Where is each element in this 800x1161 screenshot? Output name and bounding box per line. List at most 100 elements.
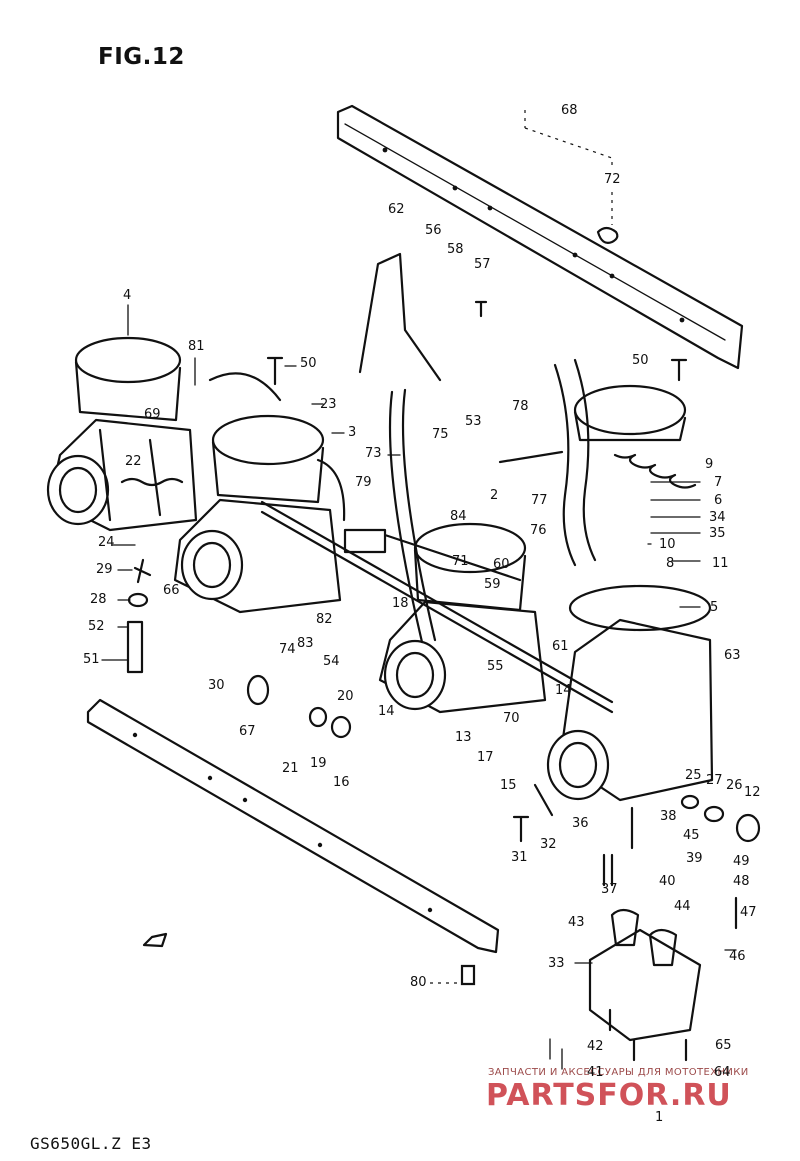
callout-14-center: 14 bbox=[378, 704, 395, 719]
callout-30: 30 bbox=[208, 678, 225, 693]
callout-65: 65 bbox=[715, 1038, 732, 1053]
callout-3: 3 bbox=[348, 425, 357, 440]
callout-72: 72 bbox=[604, 172, 621, 187]
callout-49: 49 bbox=[733, 854, 750, 869]
callout-41: 41 bbox=[587, 1065, 604, 1080]
callout-78: 78 bbox=[512, 399, 529, 414]
callout-76: 76 bbox=[530, 523, 547, 538]
callout-82: 82 bbox=[316, 612, 333, 627]
model-code: GS650GL.Z E3 bbox=[30, 1134, 152, 1153]
callout-22: 22 bbox=[125, 454, 142, 469]
callout-84: 84 bbox=[450, 509, 467, 524]
callout-21: 21 bbox=[282, 761, 299, 776]
callout-18: 18 bbox=[392, 596, 409, 611]
callout-44: 44 bbox=[674, 899, 691, 914]
callout-27: 27 bbox=[706, 773, 723, 788]
choke-lever-bracket bbox=[358, 252, 442, 382]
callout-29: 29 bbox=[96, 562, 113, 577]
callout-53: 53 bbox=[465, 414, 482, 429]
callout-83: 83 bbox=[297, 636, 314, 651]
float-bowl bbox=[588, 908, 702, 1042]
callout-77: 77 bbox=[531, 493, 548, 508]
upper-bracket-plate bbox=[336, 104, 744, 370]
callout-11: 11 bbox=[712, 556, 729, 571]
callout-14-right: 14 bbox=[555, 683, 572, 698]
callout-24: 24 bbox=[98, 535, 115, 550]
callout-25: 25 bbox=[685, 768, 702, 783]
front-arrow-icon bbox=[142, 932, 168, 948]
callout-80: 80 bbox=[410, 975, 427, 990]
throttle-cable-tube bbox=[401, 388, 437, 642]
carburetor-second bbox=[173, 414, 346, 614]
vent-hose bbox=[553, 363, 577, 567]
callout-12: 12 bbox=[744, 785, 761, 800]
callout-52: 52 bbox=[88, 619, 105, 634]
callout-34: 34 bbox=[709, 510, 726, 525]
callout-71: 71 bbox=[452, 554, 469, 569]
callout-68: 68 bbox=[561, 103, 578, 118]
carburetor-right bbox=[546, 384, 714, 802]
callout-55: 55 bbox=[487, 659, 504, 674]
callout-39: 39 bbox=[686, 851, 703, 866]
callout-19: 19 bbox=[310, 756, 327, 771]
callout-61: 61 bbox=[552, 639, 569, 654]
watermark-tagline: ЗАПЧАСТИ И АКСЕССУАРЫ ДЛЯ МОТОТЕХНИКИ bbox=[488, 1067, 749, 1078]
callout-2: 2 bbox=[490, 488, 499, 503]
callout-60: 60 bbox=[493, 557, 510, 572]
callout-63: 63 bbox=[724, 648, 741, 663]
callout-74: 74 bbox=[279, 642, 296, 657]
callout-15: 15 bbox=[500, 778, 517, 793]
callout-13: 13 bbox=[455, 730, 472, 745]
callout-10: 10 bbox=[659, 537, 676, 552]
callout-66: 66 bbox=[163, 583, 180, 598]
callout-54: 54 bbox=[323, 654, 340, 669]
callout-16: 16 bbox=[333, 775, 350, 790]
callout-46: 46 bbox=[729, 949, 746, 964]
figure-title: FIG.12 bbox=[98, 44, 185, 70]
callout-26: 26 bbox=[726, 778, 743, 793]
callout-42: 42 bbox=[587, 1039, 604, 1054]
callout-8: 8 bbox=[666, 556, 675, 571]
callout-20: 20 bbox=[337, 689, 354, 704]
callout-79: 79 bbox=[355, 475, 372, 490]
callout-56: 56 bbox=[425, 223, 442, 238]
callout-43: 43 bbox=[568, 915, 585, 930]
callout-57: 57 bbox=[474, 257, 491, 272]
callout-69: 69 bbox=[144, 407, 161, 422]
carburetor-left bbox=[46, 336, 198, 532]
watermark-logo: PARTSFOR.RU bbox=[486, 1078, 732, 1113]
callout-40: 40 bbox=[659, 874, 676, 889]
callout-73: 73 bbox=[365, 446, 382, 461]
callout-48: 48 bbox=[733, 874, 750, 889]
callout-38: 38 bbox=[660, 809, 677, 824]
callout-9: 9 bbox=[705, 457, 714, 472]
callout-35: 35 bbox=[709, 526, 726, 541]
callout-1: 1 bbox=[655, 1110, 664, 1125]
carburetor-third bbox=[378, 522, 547, 714]
lower-bracket-plate bbox=[86, 698, 500, 954]
callout-23: 23 bbox=[320, 397, 337, 412]
callout-4: 4 bbox=[123, 288, 132, 303]
throttle-shaft bbox=[260, 510, 614, 714]
callout-67: 67 bbox=[239, 724, 256, 739]
callout-75: 75 bbox=[432, 427, 449, 442]
callout-6: 6 bbox=[714, 493, 723, 508]
callout-5: 5 bbox=[710, 600, 719, 615]
callout-32: 32 bbox=[540, 837, 557, 852]
callout-70: 70 bbox=[503, 711, 520, 726]
callout-50-right: 50 bbox=[632, 353, 649, 368]
callout-58: 58 bbox=[447, 242, 464, 257]
callout-51: 51 bbox=[83, 652, 100, 667]
callout-45: 45 bbox=[683, 828, 700, 843]
callout-59: 59 bbox=[484, 577, 501, 592]
callout-47: 47 bbox=[740, 905, 757, 920]
callout-31: 31 bbox=[511, 850, 528, 865]
callout-81: 81 bbox=[188, 339, 205, 354]
callout-50-left: 50 bbox=[300, 356, 317, 371]
callout-62: 62 bbox=[388, 202, 405, 217]
callout-36: 36 bbox=[572, 816, 589, 831]
callout-28: 28 bbox=[90, 592, 107, 607]
callout-64: 64 bbox=[714, 1065, 731, 1080]
